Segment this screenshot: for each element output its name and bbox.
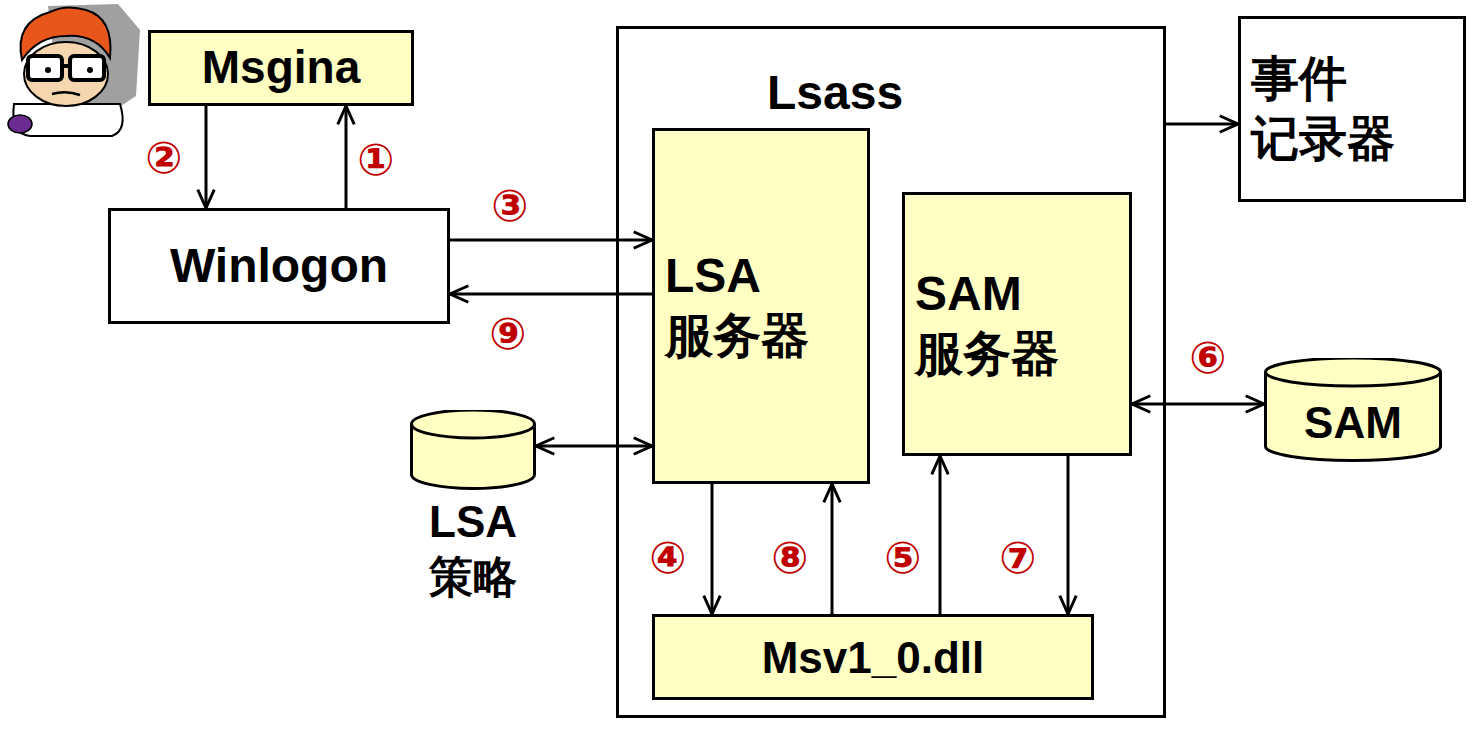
node-label: Msv1_0.dll xyxy=(762,630,985,685)
callout-number: ① xyxy=(357,138,394,182)
arrow-connector xyxy=(711,484,714,614)
icon-eye xyxy=(87,67,93,73)
arrow-connector xyxy=(939,456,942,614)
callout-number: ⑦ xyxy=(999,536,1036,580)
container-box: LsassLSA 服务器 SAM 服务器 Msv1_0.dll xyxy=(616,26,1166,718)
process-box: Winlogon xyxy=(108,208,450,324)
icon-glasses xyxy=(28,56,62,80)
arrow-connector xyxy=(345,106,348,208)
node-label: Winlogon xyxy=(170,236,388,296)
node-label: LSA 服务器 xyxy=(665,246,857,366)
arrow-connector xyxy=(205,106,208,208)
arrow-connector xyxy=(1166,123,1238,126)
callout-number: ② xyxy=(145,136,182,180)
icon-face xyxy=(24,42,108,106)
callout-number: ⑨ xyxy=(489,312,526,356)
arrow-connector xyxy=(1132,403,1264,406)
icon-glasses xyxy=(70,56,104,80)
arrow-connector xyxy=(1067,456,1070,614)
arrow-connector xyxy=(450,239,652,242)
cartoon-scientist-icon xyxy=(0,0,160,140)
icon-glove xyxy=(8,115,32,133)
node-label: SAM xyxy=(1304,395,1402,450)
server-box: SAM 服务器 xyxy=(902,192,1132,456)
callout-number: ③ xyxy=(491,184,528,228)
callout-number: ⑥ xyxy=(1189,336,1226,380)
node-label: SAM 服务器 xyxy=(915,264,1119,384)
callout-number: ⑤ xyxy=(884,536,921,580)
database-cylinder: SAM xyxy=(1264,358,1442,462)
arrow-connector xyxy=(831,484,834,614)
icon-hair xyxy=(21,7,111,60)
node-label: 事件 记录器 xyxy=(1251,49,1453,169)
callout-number: ④ xyxy=(649,536,686,580)
icon-glasses xyxy=(62,64,70,68)
icon-mouth xyxy=(52,92,80,95)
node-label: LSA 策略 xyxy=(410,494,536,604)
cylinder-outline xyxy=(410,410,536,490)
node-label: Lsass xyxy=(767,63,903,123)
logger-box: 事件 记录器 xyxy=(1238,16,1466,202)
node-label: Msgina xyxy=(202,39,360,97)
callout-number: ⑧ xyxy=(771,536,808,580)
arrow-connector xyxy=(450,293,652,296)
icon-eye xyxy=(45,67,51,73)
server-box: LSA 服务器 xyxy=(652,128,870,484)
database-cylinder: LSA 策略 xyxy=(410,410,536,642)
module-box: Msv1_0.dll xyxy=(652,614,1094,700)
arrow-connector xyxy=(536,445,652,448)
process-box: Msgina xyxy=(148,30,414,106)
